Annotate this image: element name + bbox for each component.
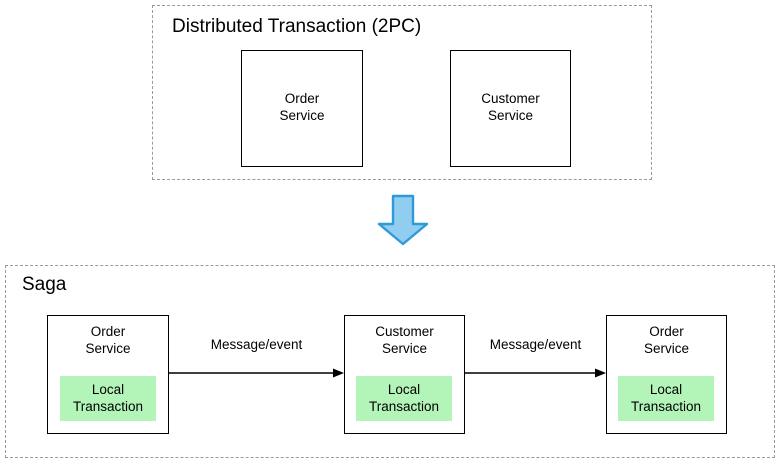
saga-group-title: Saga — [22, 274, 67, 295]
saga-step-label-customer-2: Customer Service — [375, 324, 434, 356]
service-box-customer-2pc[interactable] — [450, 50, 571, 167]
local-transaction-chip-3: Local Transaction — [618, 376, 714, 421]
connector-arrow-2 — [465, 367, 606, 379]
service-box-order-2pc[interactable] — [241, 50, 363, 167]
saga-group — [5, 265, 775, 458]
saga-step-label-order-1: Order Service — [85, 324, 131, 356]
service-label-customer-2pc: Customer Service — [481, 91, 540, 123]
down-arrow-icon — [377, 194, 429, 246]
connector-label-1: Message/event — [210, 337, 303, 352]
saga-step-label-order-3: Order Service — [643, 324, 689, 356]
local-transaction-chip-1: Local Transaction — [60, 376, 156, 421]
distributed-transaction-group — [152, 5, 652, 180]
local-transaction-chip-2: Local Transaction — [356, 376, 452, 421]
service-label-order-2pc: Order Service — [279, 91, 325, 123]
connector-arrow-1 — [169, 367, 344, 379]
distributed-transaction-group-title: Distributed Transaction (2PC) — [172, 16, 422, 37]
connector-label-2: Message/event — [489, 337, 582, 352]
